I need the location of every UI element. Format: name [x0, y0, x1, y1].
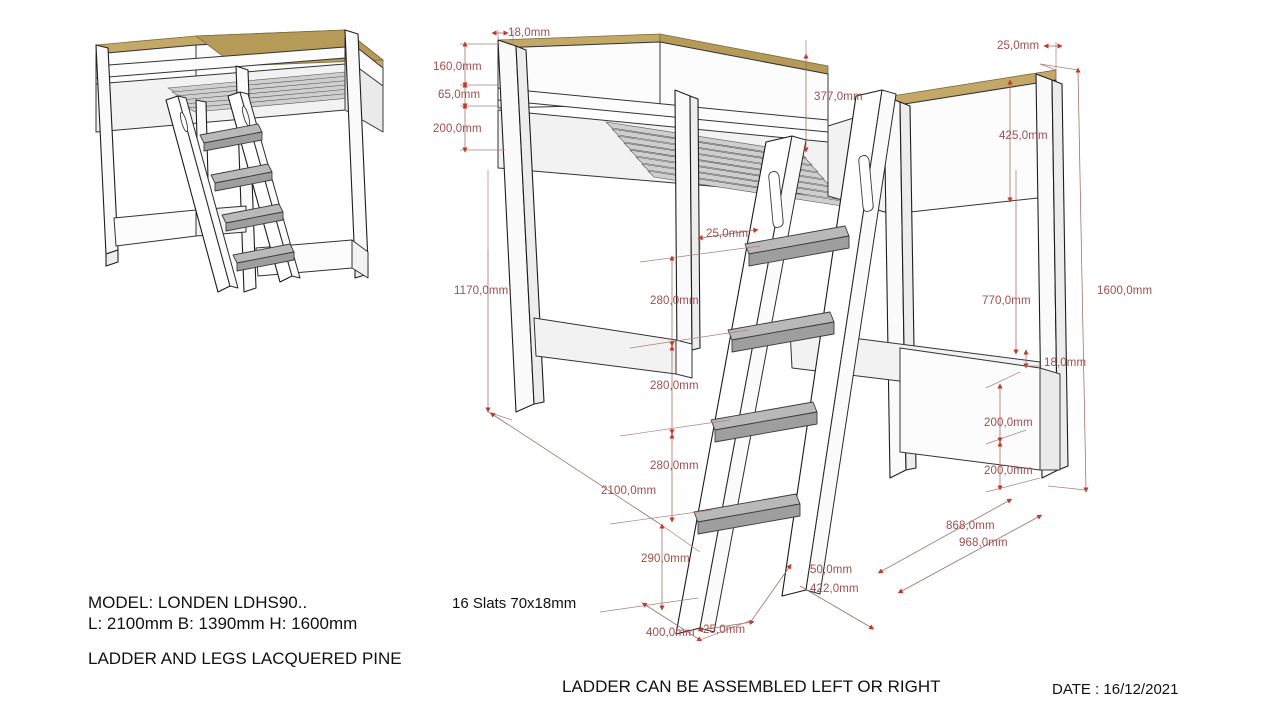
slats-note: 16 Slats 70x18mm: [452, 595, 577, 612]
dimension-label-422: 422,0mm: [810, 583, 859, 595]
dimension-label-200-right-b: 200,0mm: [984, 465, 1033, 477]
overview-ladder: [165, 91, 301, 293]
dimension-label-25-bottom: 25,0mm: [703, 624, 746, 636]
dimension-label-280-a: 280,0mm: [650, 295, 699, 307]
dimension-label-25-ladder-top: 25,0mm: [706, 228, 749, 240]
dimension-label-400: 400,0mm: [646, 627, 695, 639]
dimension-label-1600: 1600,0mm: [1097, 285, 1153, 297]
overview-ladder-steps: [199, 123, 295, 272]
dimension-label-290: 290,0mm: [641, 553, 690, 565]
dimension-label-280-b: 280,0mm: [650, 380, 699, 392]
dimension-label-200-right-a: 200,0mm: [984, 417, 1033, 429]
dimension-label-200-upper-left: 200,0mm: [433, 123, 482, 135]
dimension-label-18-top-left: 18,0mm: [508, 27, 551, 39]
dimension-label-160: 160,0mm: [433, 61, 482, 73]
dimension-label-65: 65,0mm: [438, 89, 481, 101]
model-line: MODEL: LONDEN LDHS90..: [88, 593, 308, 612]
dimension-lines: [460, 30, 1089, 642]
overview-bed-frame: [95, 29, 385, 293]
dimension-label-50: 50,0mm: [810, 564, 853, 576]
dimension-label-868: 868,0mm: [946, 520, 995, 532]
dimension-label-2100: 2100,0mm: [601, 485, 657, 497]
dimension-label-1170: 1170,0mm: [454, 285, 509, 297]
size-line: L: 2100mm B: 1390mm H: 1600mm: [88, 614, 358, 633]
dimension-label-280-c: 280,0mm: [650, 460, 699, 472]
date-label: DATE : 16/12/2021: [1052, 681, 1179, 698]
main-ladder-steps: [693, 225, 850, 535]
dimension-label-25-top-right: 25,0mm: [997, 40, 1040, 52]
material-note: LADDER AND LEGS LACQUERED PINE: [88, 649, 402, 668]
dimension-label-968: 968,0mm: [959, 537, 1008, 549]
main-ladder: [675, 89, 897, 635]
assembly-note: LADDER CAN BE ASSEMBLED LEFT OR RIGHT: [562, 677, 941, 696]
dimension-label-377: 377,0mm: [814, 91, 863, 103]
dimension-label-770: 770,0mm: [982, 295, 1031, 307]
dimension-label-425: 425,0mm: [999, 130, 1048, 142]
dimension-label-18-right: 18,0mm: [1044, 357, 1087, 369]
